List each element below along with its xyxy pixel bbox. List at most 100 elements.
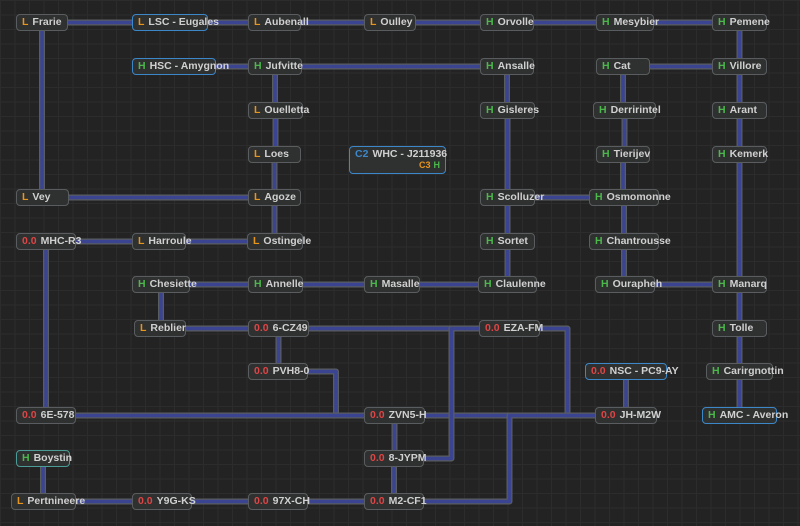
system-name: Tolle xyxy=(729,322,754,334)
static-c3: C3 xyxy=(418,160,431,170)
security-label: H xyxy=(486,235,494,247)
security-label: H xyxy=(595,191,603,203)
security-label: H xyxy=(486,60,494,72)
static-highsec: H xyxy=(433,160,441,170)
system-name: Cat xyxy=(613,60,631,72)
system-name: HSC - Amygnon xyxy=(149,60,230,72)
system-name: Ouelletta xyxy=(264,104,310,116)
security-label: H xyxy=(718,16,726,28)
security-label: H xyxy=(254,278,262,290)
security-label: H xyxy=(712,365,720,377)
security-label: 0.0 xyxy=(601,409,616,421)
system-name: Pemene xyxy=(729,16,770,28)
system-name: Chantrousse xyxy=(606,235,671,247)
system-name: Osmomonne xyxy=(606,191,671,203)
system-name: AMC - Averon xyxy=(719,409,789,421)
security-label: L xyxy=(22,16,29,28)
system-name: Pertnineere xyxy=(27,495,86,507)
system-name: WHC - J211936 xyxy=(372,148,448,160)
system-name: Manarq xyxy=(729,278,767,290)
security-label: H xyxy=(486,16,494,28)
system-name: 8-JYPM xyxy=(388,452,427,464)
connection-m2cf1-jhm2w[interactable] xyxy=(424,413,595,504)
connection-ezafm-8jypm[interactable] xyxy=(424,326,479,461)
system-name: 6-CZ49 xyxy=(272,322,308,334)
system-name: Jufvitte xyxy=(265,60,303,72)
security-label: H xyxy=(370,278,378,290)
system-name: Derririntel xyxy=(610,104,661,116)
system-name: Reblier xyxy=(150,322,187,334)
connection-pvh80-zvn5h[interactable] xyxy=(308,369,364,418)
security-label: H xyxy=(599,104,607,116)
security-label: H xyxy=(718,278,726,290)
system-name: PVH8-0 xyxy=(272,365,310,377)
system-name: Carirgnottin xyxy=(723,365,784,377)
system-name: Annelle xyxy=(265,278,304,290)
security-label: H xyxy=(708,409,716,421)
security-label: H xyxy=(22,452,30,464)
system-name: LSC - Eugales xyxy=(148,16,220,28)
security-label: L xyxy=(254,191,261,203)
system-name: M2-CF1 xyxy=(388,495,427,507)
security-label: H xyxy=(486,104,494,116)
system-name: 97X-CH xyxy=(272,495,310,507)
system-name: Loes xyxy=(264,148,289,160)
security-label: 0.0 xyxy=(370,452,385,464)
